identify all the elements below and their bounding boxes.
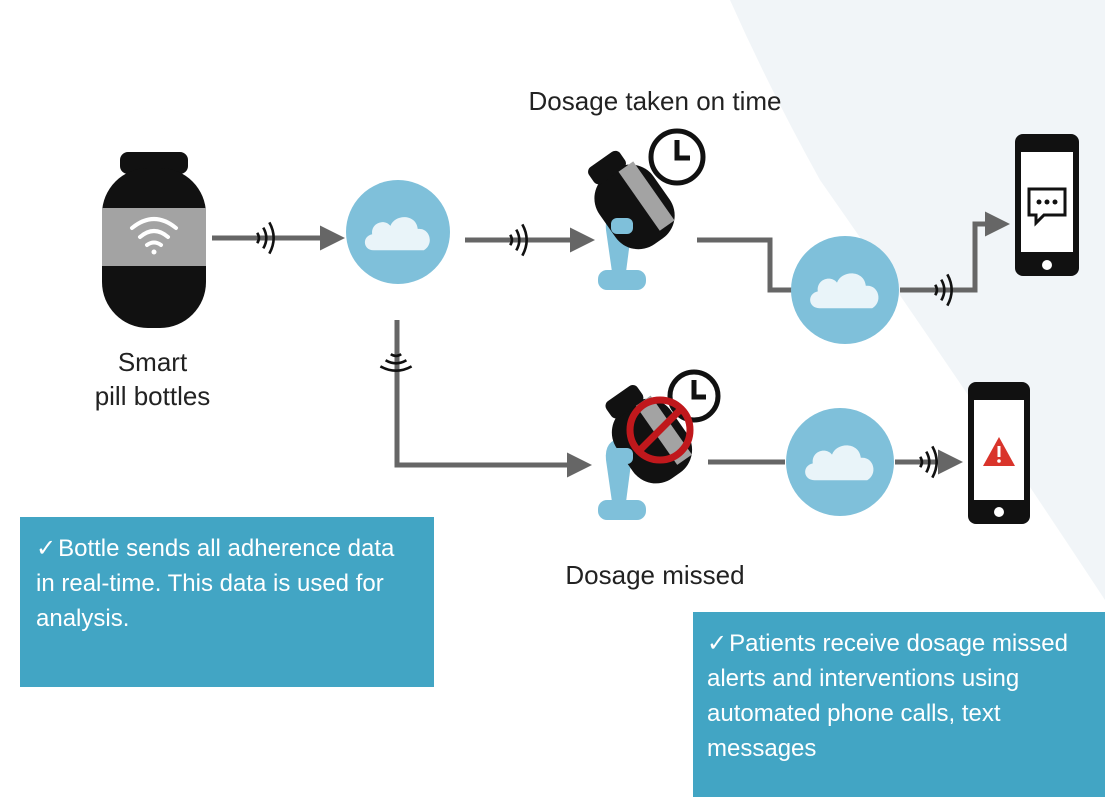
cloud-icon [346,180,450,284]
smart-pill-bottle-icon [102,152,206,328]
smart-pill-bottles-label: Smart pill bottles [94,347,211,411]
patient-alerts-note-text: Patients receive dosage missed alerts an… [707,630,1068,762]
dosage-taken-label: Dosage taken on time [528,86,782,116]
dosage-missed-label: Dosage missed [565,560,745,590]
checkmark-icon: ✓ [36,535,57,562]
no-sign-icon [626,396,694,464]
checkmark-icon: ✓ [707,630,728,657]
cloud-icon [791,236,899,344]
cloud-to-phone-arrow [900,211,1010,293]
patient-alerts-note: ✓Patients receive dosage missed alerts a… [693,612,1105,797]
cloud-icon [786,408,894,516]
adherence-data-note-text: Bottle sends all adherence data in real-… [36,535,395,632]
pill-bottle-hand-icon [588,150,675,290]
warning-triangle-icon [983,437,1015,466]
adherence-data-note: ✓Bottle sends all adherence data in real… [20,517,434,687]
smartphone-icon [968,382,1030,524]
wifi-icon [130,217,178,255]
taken-to-cloud-line [697,237,792,293]
cloud-to-missed-arrow [394,320,592,478]
clock-icon [648,128,706,186]
smartphone-icon [1015,134,1079,276]
chat-bubble-icon [1027,187,1067,227]
